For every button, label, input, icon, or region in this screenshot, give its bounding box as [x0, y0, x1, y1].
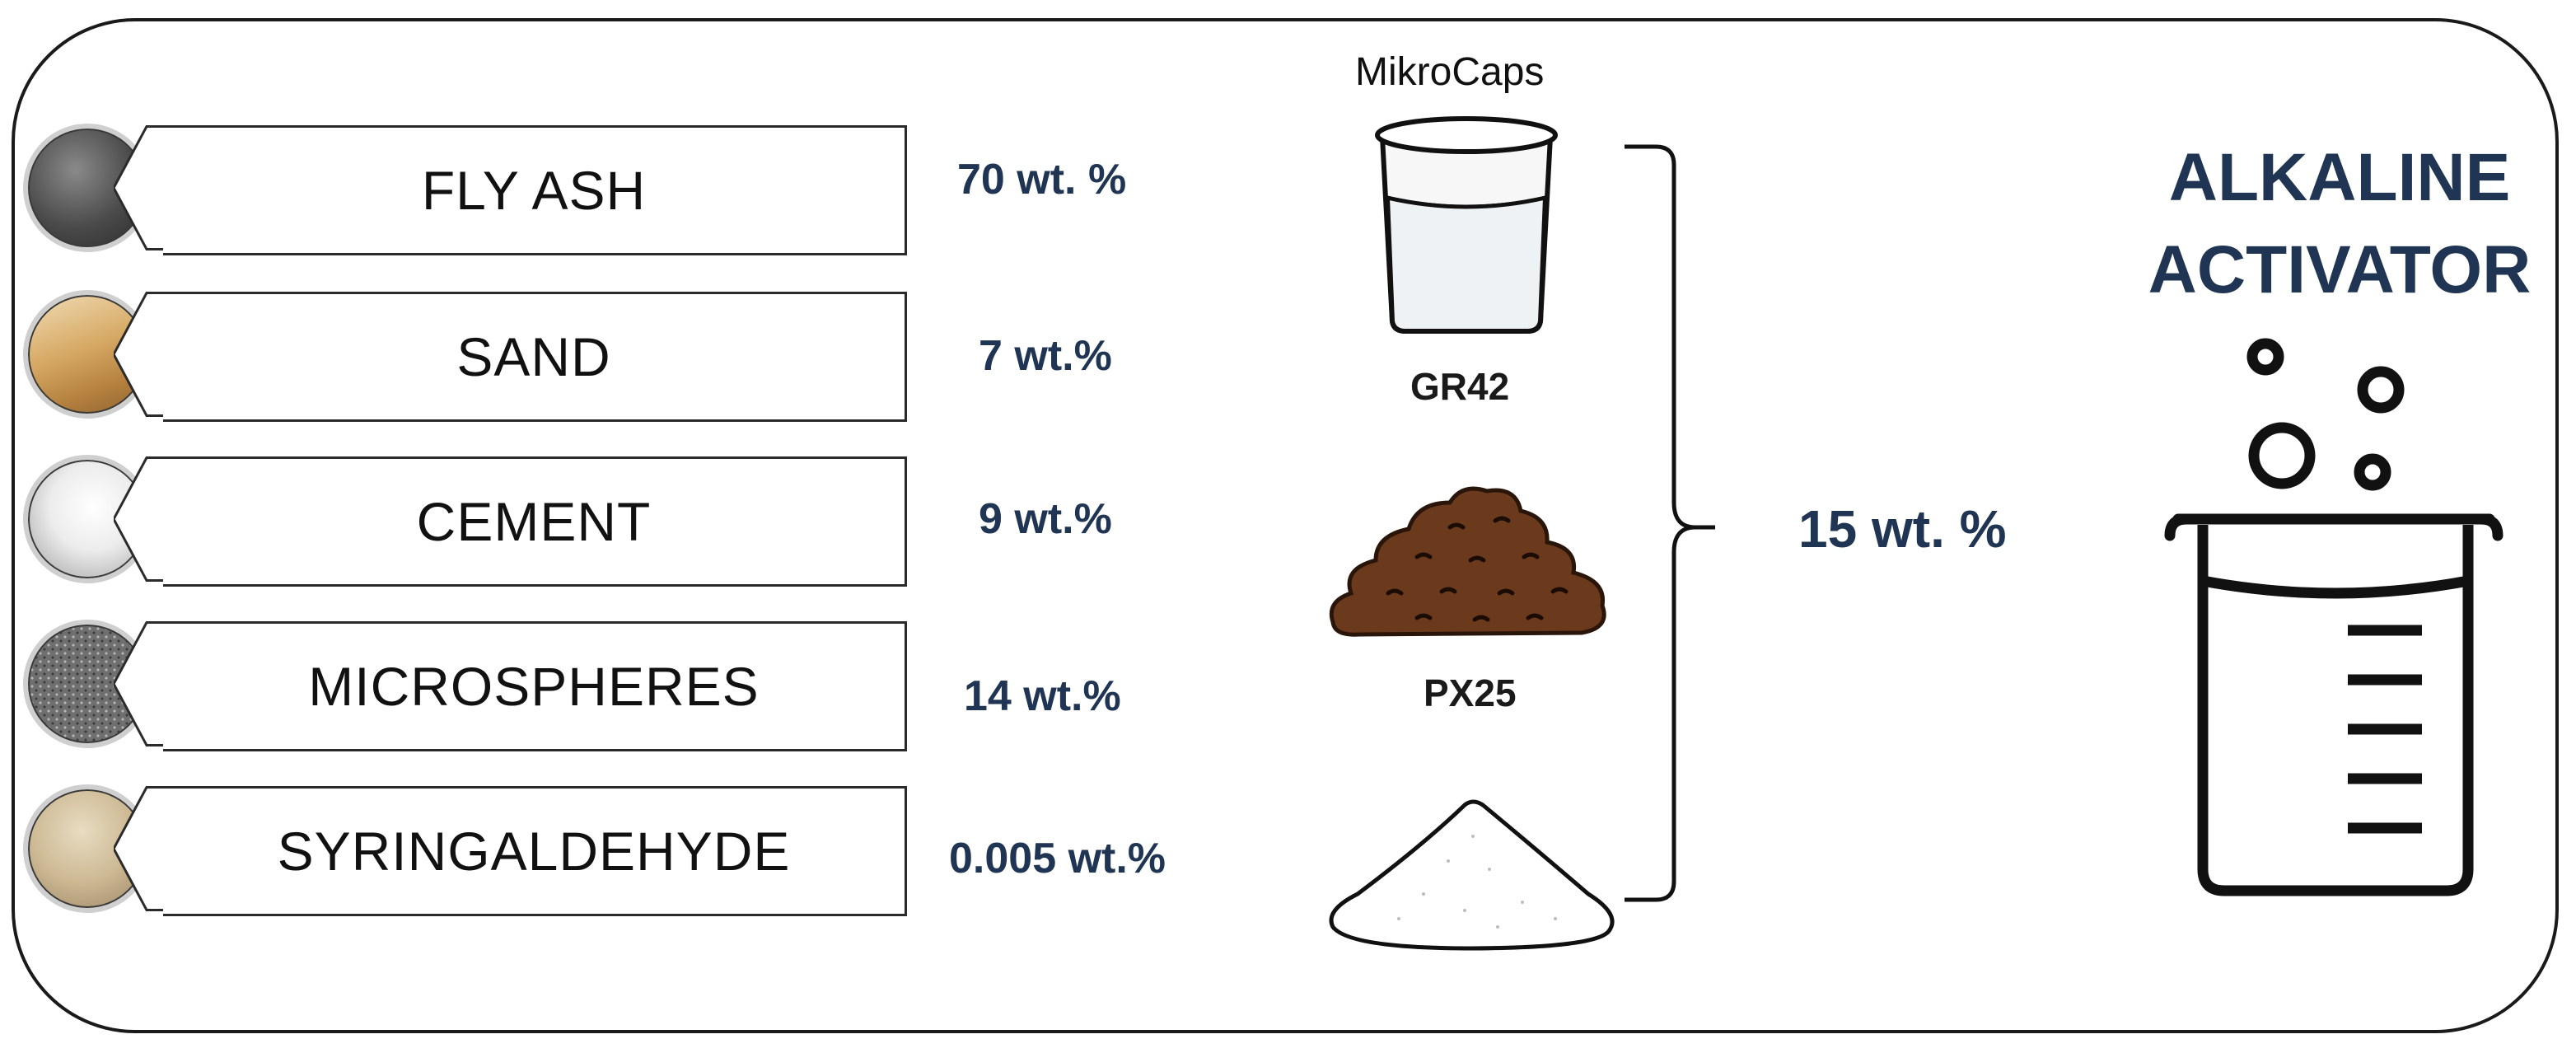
material-label: SAND	[163, 292, 907, 422]
bubbling-beaker-icon	[2164, 338, 2504, 896]
label-pointer	[114, 125, 166, 250]
material-row-sand: SAND	[23, 290, 1308, 422]
syringaldehyde-sample-image	[23, 784, 152, 913]
mikrocaps-name: PX25	[1424, 672, 1517, 714]
brown-granules-pile-icon	[1329, 486, 1606, 637]
mikrocaps-name: GR42	[1410, 365, 1510, 408]
material-percent: 7 wt.%	[979, 332, 1112, 380]
label-pointer	[114, 456, 166, 582]
label-pointer	[114, 786, 166, 911]
material-label: FLY ASH	[163, 125, 907, 255]
material-percent: 14 wt.%	[964, 672, 1121, 720]
mikrocaps-total-percent: 15 wt. %	[1798, 499, 2007, 559]
material-label: SYRINGALDEHYDE	[163, 786, 907, 916]
material-percent: 70 wt. %	[957, 156, 1127, 204]
material-label: MICROSPHERES	[163, 621, 907, 751]
microspheres-sample-image	[23, 620, 152, 748]
material-row-microspheres: MICROSPHERES	[23, 620, 1308, 751]
material-percent: 0.005 wt.%	[949, 835, 1166, 882]
activator-title: ALKALINE ACTIVATOR	[2134, 132, 2546, 316]
activator-title-line: ACTIVATOR	[2148, 232, 2532, 307]
grouping-bracket	[1625, 144, 1715, 902]
activator-title-line: ALKALINE	[2168, 140, 2511, 215]
white-powder-pile-icon	[1329, 799, 1615, 951]
material-label: CEMENT	[163, 456, 907, 587]
material-row-syringaldehyde: SYRINGALDEHYDE	[23, 784, 1308, 916]
material-row-cement: CEMENT	[23, 455, 1308, 587]
beaker-liquid-icon	[1375, 116, 1558, 334]
material-row-fly-ash: FLY ASH	[23, 124, 1308, 255]
diagram-frame	[12, 18, 2559, 1033]
label-pointer	[114, 292, 166, 417]
label-pointer	[114, 621, 166, 746]
mikrocaps-title: MikroCaps	[1355, 50, 1545, 94]
material-percent: 9 wt.%	[979, 495, 1112, 543]
